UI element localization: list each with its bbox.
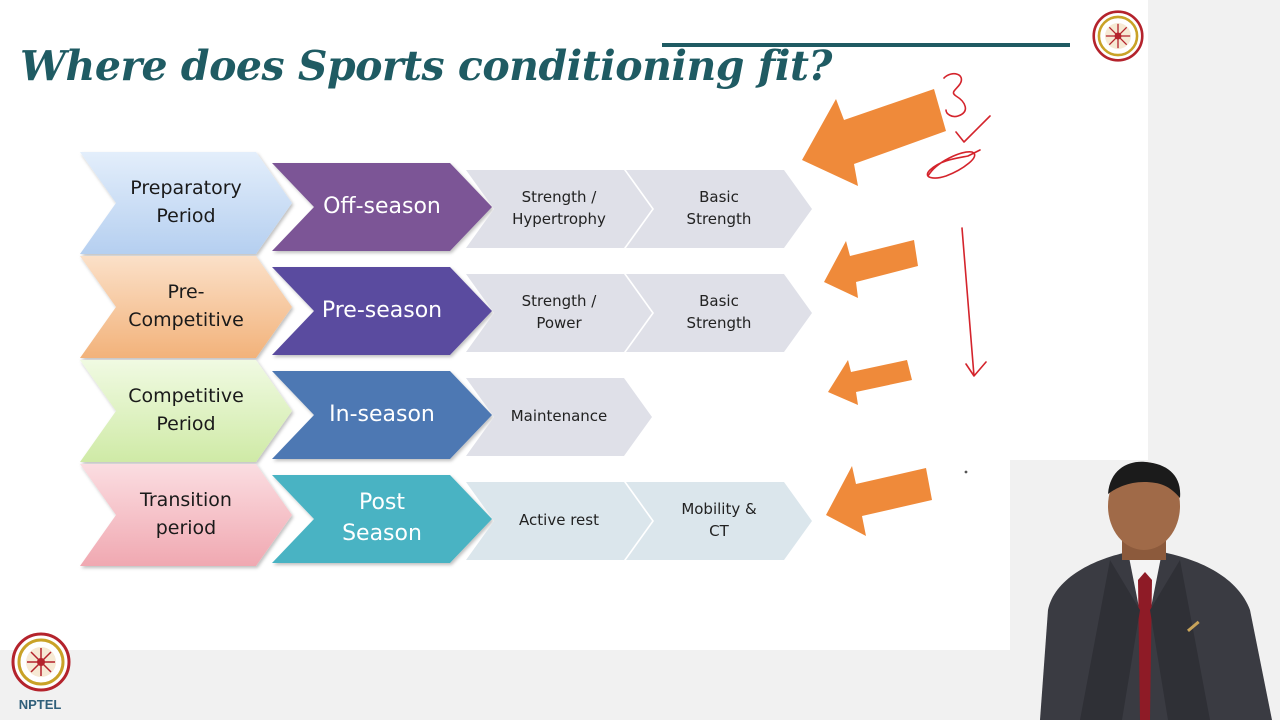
nptel-logo-label: NPTEL bbox=[18, 697, 62, 712]
task-label: Active rest bbox=[482, 482, 636, 560]
phase-label: Pre- Competitive bbox=[110, 256, 262, 358]
slide-title: Where does Sports conditioning fit? bbox=[20, 42, 832, 90]
phase-label: Transition period bbox=[110, 464, 262, 566]
pen-mark-check-icon bbox=[955, 115, 991, 143]
phase-chevron bbox=[80, 360, 292, 462]
season-label-line: In-season bbox=[329, 401, 435, 427]
phase-label-line: Competitive bbox=[128, 309, 244, 331]
season-label-line: Pre-season bbox=[321, 297, 443, 323]
title-rule bbox=[662, 43, 1070, 47]
phase-label-line: period bbox=[155, 517, 217, 539]
season-label: Pre-season bbox=[308, 267, 456, 355]
task-chevron bbox=[466, 482, 652, 560]
phase-chevron bbox=[80, 152, 292, 254]
task-label-line: Hypertrophy bbox=[512, 210, 606, 228]
season-chevron bbox=[272, 163, 492, 251]
pen-mark-scribble-icon bbox=[926, 149, 981, 179]
season-label-line: Off-season bbox=[323, 193, 441, 219]
phase-label-line: Pre- bbox=[167, 281, 205, 304]
pen-mark-down-arrow-icon bbox=[961, 227, 987, 377]
task-label: Strength / Hypertrophy bbox=[482, 170, 636, 248]
nptel-logo-icon bbox=[11, 632, 71, 692]
task-label-line: Strength / bbox=[521, 188, 597, 207]
callout-arrows bbox=[802, 89, 946, 536]
left-arrow-icon bbox=[828, 360, 912, 405]
task-label-line: Maintenance bbox=[510, 407, 608, 426]
phase-chevron bbox=[80, 256, 292, 358]
left-arrow-icon bbox=[802, 89, 946, 186]
season-label-line: Post bbox=[358, 490, 405, 516]
task-label-line: Power bbox=[536, 314, 582, 332]
task-label-line: Basic bbox=[699, 188, 739, 207]
phase-label-line: Period bbox=[156, 413, 216, 435]
task-label: Strength / Power bbox=[482, 274, 636, 352]
task-label-line: Strength bbox=[686, 314, 752, 332]
task-label-line: CT bbox=[709, 522, 729, 540]
task-label: Maintenance bbox=[482, 378, 636, 456]
nptel-logo-icon bbox=[1092, 10, 1144, 62]
task-chevron bbox=[626, 482, 812, 560]
task-chevron bbox=[626, 170, 812, 248]
task-label-line: Mobility & bbox=[681, 500, 757, 519]
task-chevron bbox=[626, 274, 812, 352]
phase-label-line: Period bbox=[156, 205, 216, 227]
pen-mark-three-icon bbox=[943, 72, 967, 118]
presenter-video bbox=[1010, 460, 1280, 720]
phase-label-line: Preparatory bbox=[130, 177, 242, 200]
task-label-line: Active rest bbox=[519, 511, 599, 530]
phase-label-line: Transition bbox=[140, 489, 232, 512]
task-label: Mobility & CT bbox=[642, 482, 796, 560]
task-label-line: Strength bbox=[686, 210, 752, 228]
phase-label-line: Competitive bbox=[128, 385, 244, 408]
season-label-line: Season bbox=[342, 521, 422, 546]
task-chevron bbox=[466, 170, 652, 248]
phase-chevron bbox=[80, 464, 292, 566]
season-chevron bbox=[272, 267, 492, 355]
task-chevron bbox=[466, 274, 652, 352]
season-chevron bbox=[272, 475, 492, 563]
left-arrow-icon bbox=[826, 466, 932, 536]
task-label-line: Basic bbox=[699, 292, 739, 311]
task-chevron bbox=[466, 378, 652, 456]
season-label: In-season bbox=[308, 371, 456, 459]
left-arrow-icon bbox=[824, 240, 918, 298]
season-label: Off-season bbox=[308, 163, 456, 251]
season-chevron bbox=[272, 371, 492, 459]
task-label-line: Strength / bbox=[521, 292, 597, 311]
periodization-diagram bbox=[80, 89, 946, 566]
handwritten-annotations bbox=[926, 72, 991, 474]
slide: Where does Sports conditioning fit? bbox=[0, 0, 1148, 650]
